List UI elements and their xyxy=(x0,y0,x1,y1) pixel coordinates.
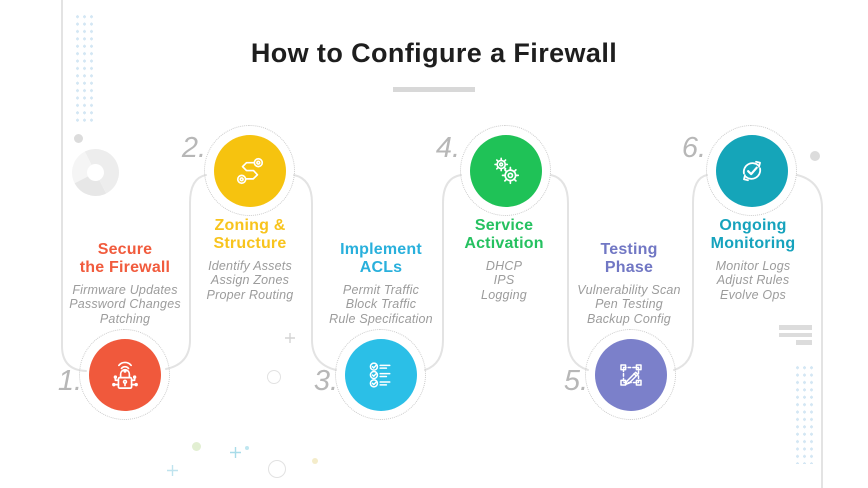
step-item: Evolve Ops xyxy=(720,287,786,302)
gray-dot-decoration xyxy=(74,134,83,143)
dotted-ring xyxy=(79,329,170,420)
step-circle-3 xyxy=(335,329,427,421)
dotted-ring xyxy=(706,125,797,216)
step-item: Permit Traffic xyxy=(342,283,420,297)
step-text-5: Testing Phase Vulnerability Scan Pen Tes… xyxy=(549,241,709,326)
step-item: Patching xyxy=(99,311,151,326)
gears-icon xyxy=(494,157,520,185)
dotted-ring xyxy=(585,329,676,420)
step-number-3: 3. xyxy=(313,365,338,397)
step-item: Assign Zones xyxy=(210,273,290,288)
step-item: Rule Specification xyxy=(329,311,433,326)
menu-bars-decoration xyxy=(779,325,812,348)
step-circle-fill xyxy=(470,135,542,207)
circle-outline-decoration xyxy=(267,370,281,384)
step-title: Testing Phase xyxy=(600,241,658,276)
step-circle-4 xyxy=(460,125,552,217)
step-item: Logging xyxy=(481,287,527,302)
green-dot-decoration xyxy=(192,442,201,451)
step-circle-2 xyxy=(204,125,296,217)
cyan-dot-decoration xyxy=(245,446,249,450)
checklist-icon xyxy=(369,362,391,388)
step-title: Service Activation xyxy=(464,217,544,252)
dotted-ring xyxy=(204,125,295,216)
smart-lock-icon xyxy=(112,361,138,389)
step-title: Secure the Firewall xyxy=(79,241,171,276)
step-circle-fill xyxy=(89,339,161,411)
step-item: Block Traffic xyxy=(345,297,417,312)
step-number-1: 1. xyxy=(57,365,82,397)
design-selection-icon xyxy=(620,364,642,386)
step-circle-6 xyxy=(706,125,798,217)
title-underline xyxy=(393,87,475,92)
step-text-6: Ongoing Monitoring Monitor Logs Adjust R… xyxy=(673,217,833,302)
step-circle-1 xyxy=(79,329,171,421)
step-item: Monitor Logs xyxy=(715,259,791,273)
page-title: How to Configure a Firewall xyxy=(250,38,618,68)
dotted-ring xyxy=(335,329,426,420)
step-number-5: 5. xyxy=(563,365,588,397)
step-item: Password Changes xyxy=(69,297,181,312)
step-item: Adjust Rules xyxy=(716,273,790,288)
step-number-4: 4. xyxy=(435,132,460,164)
step-circle-fill xyxy=(345,339,417,411)
step-number-2: 2. xyxy=(181,132,206,164)
step-circle-fill xyxy=(595,339,667,411)
step-text-1: Secure the Firewall Firmware Updates Pas… xyxy=(45,241,205,326)
step-text-2: Zoning & Structure Identify Assets Assig… xyxy=(170,217,330,302)
step-title: Zoning & Structure xyxy=(213,217,287,252)
gray-dot-decoration xyxy=(810,151,820,161)
step-circle-5 xyxy=(585,329,677,421)
sync-check-icon xyxy=(742,160,762,182)
route-icon xyxy=(236,157,264,185)
dotted-ring xyxy=(460,125,551,216)
plus-decoration xyxy=(230,447,241,458)
step-text-3: Implement ACLs Permit Traffic Block Traf… xyxy=(301,241,461,326)
step-item: Pen Testing xyxy=(595,297,663,312)
step-number-6: 6. xyxy=(681,132,706,164)
dots-grid-top-left xyxy=(74,13,96,125)
step-item: Identify Assets xyxy=(208,259,292,273)
plus-decoration xyxy=(285,333,295,343)
step-item: DHCP xyxy=(485,259,523,273)
step-item: Proper Routing xyxy=(206,287,294,302)
step-item: Vulnerability Scan xyxy=(577,283,681,297)
plus-decoration xyxy=(167,465,178,476)
circle-outline-decoration xyxy=(268,460,286,478)
step-title: Ongoing Monitoring xyxy=(710,217,796,252)
step-circle-fill xyxy=(716,135,788,207)
step-item: Backup Config xyxy=(587,311,671,326)
step-item: Firmware Updates xyxy=(72,283,178,297)
step-text-4: Service Activation DHCP IPS Logging xyxy=(424,217,584,302)
step-title: Implement ACLs xyxy=(340,241,422,276)
yellow-dot-decoration xyxy=(312,458,318,464)
dots-grid-bottom-right xyxy=(794,364,816,464)
step-circle-fill xyxy=(214,135,286,207)
step-item: IPS xyxy=(493,273,515,288)
